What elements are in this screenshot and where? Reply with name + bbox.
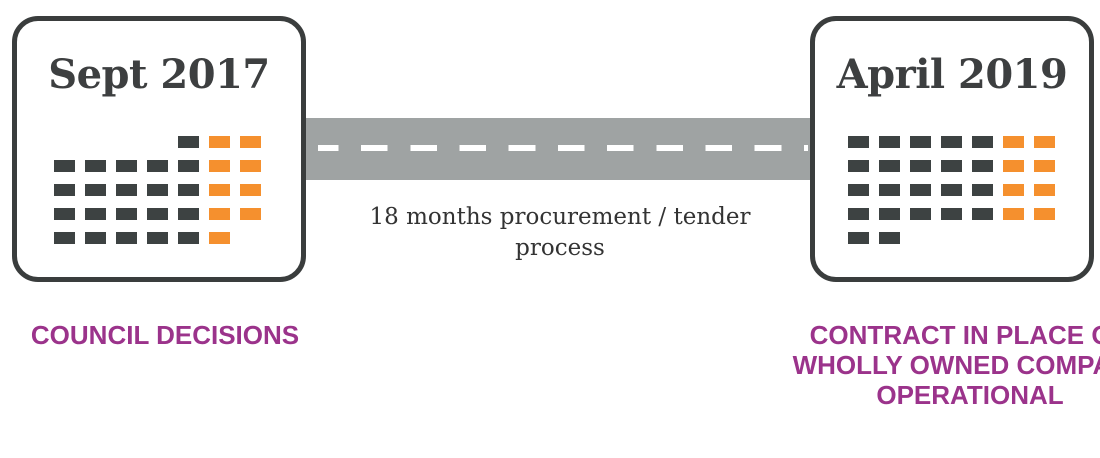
weekday-cell <box>910 136 931 148</box>
weekday-cell <box>178 184 199 196</box>
weekend-day-cell <box>1003 184 1024 196</box>
weekday-cell <box>54 208 75 220</box>
weekend-day-cell <box>209 184 230 196</box>
weekend-day-cell <box>1003 208 1024 220</box>
weekend-day-cell <box>1034 184 1055 196</box>
weekend-day-cell <box>209 136 230 148</box>
weekday-cell <box>972 160 993 172</box>
weekend-day-cell <box>1003 160 1024 172</box>
weekend-day-cell <box>209 208 230 220</box>
weekend-day-cell <box>240 136 261 148</box>
start-milestone-label: COUNCIL DECISIONS <box>30 320 300 350</box>
weekday-cell <box>941 136 962 148</box>
start-date-title: Sept 2017 <box>48 51 270 98</box>
weekday-cell <box>910 184 931 196</box>
weekday-cell <box>972 136 993 148</box>
weekend-day-cell <box>240 208 261 220</box>
weekday-cell <box>116 184 137 196</box>
weekend-day-cell <box>209 160 230 172</box>
weekday-cell <box>848 232 869 244</box>
weekday-cell <box>910 208 931 220</box>
weekday-cell <box>178 136 199 148</box>
weekday-cell <box>178 160 199 172</box>
weekday-cell <box>879 208 900 220</box>
transition-caption: 18 months procurement / tender process <box>369 204 751 261</box>
end-date-title: April 2019 <box>836 51 1068 98</box>
weekend-day-cell <box>209 232 230 244</box>
weekday-cell <box>848 160 869 172</box>
weekday-cell <box>879 136 900 148</box>
weekday-cell <box>879 184 900 196</box>
weekday-cell <box>147 184 168 196</box>
weekday-cell <box>116 232 137 244</box>
weekday-cell <box>941 208 962 220</box>
weekday-cell <box>879 160 900 172</box>
weekday-cell <box>147 160 168 172</box>
end-milestone-label: CONTRACT IN PLACE OR WHOLLY OWNED COMPAN… <box>792 320 1100 410</box>
weekend-day-cell <box>240 160 261 172</box>
weekday-cell <box>116 208 137 220</box>
weekday-cell <box>879 232 900 244</box>
weekday-cell <box>147 232 168 244</box>
weekend-day-cell <box>1034 136 1055 148</box>
weekday-cell <box>116 160 137 172</box>
weekday-cell <box>85 208 106 220</box>
weekday-cell <box>85 160 106 172</box>
weekend-day-cell <box>1034 208 1055 220</box>
weekday-cell <box>972 208 993 220</box>
weekend-day-cell <box>1003 136 1024 148</box>
weekday-cell <box>941 160 962 172</box>
weekday-cell <box>85 184 106 196</box>
weekend-day-cell <box>1034 160 1055 172</box>
road-dashed-line <box>318 145 808 151</box>
weekday-cell <box>85 232 106 244</box>
weekday-cell <box>54 232 75 244</box>
calendar-start: Sept 2017 <box>12 16 306 282</box>
weekday-cell <box>972 184 993 196</box>
weekday-cell <box>54 184 75 196</box>
weekday-cell <box>178 232 199 244</box>
weekday-cell <box>910 160 931 172</box>
weekday-cell <box>941 184 962 196</box>
weekday-cell <box>848 136 869 148</box>
weekday-cell <box>54 160 75 172</box>
weekday-cell <box>178 208 199 220</box>
calendar-end: April 2019 <box>810 16 1094 282</box>
weekday-cell <box>848 208 869 220</box>
weekday-cell <box>147 208 168 220</box>
weekday-cell <box>848 184 869 196</box>
weekend-day-cell <box>240 184 261 196</box>
